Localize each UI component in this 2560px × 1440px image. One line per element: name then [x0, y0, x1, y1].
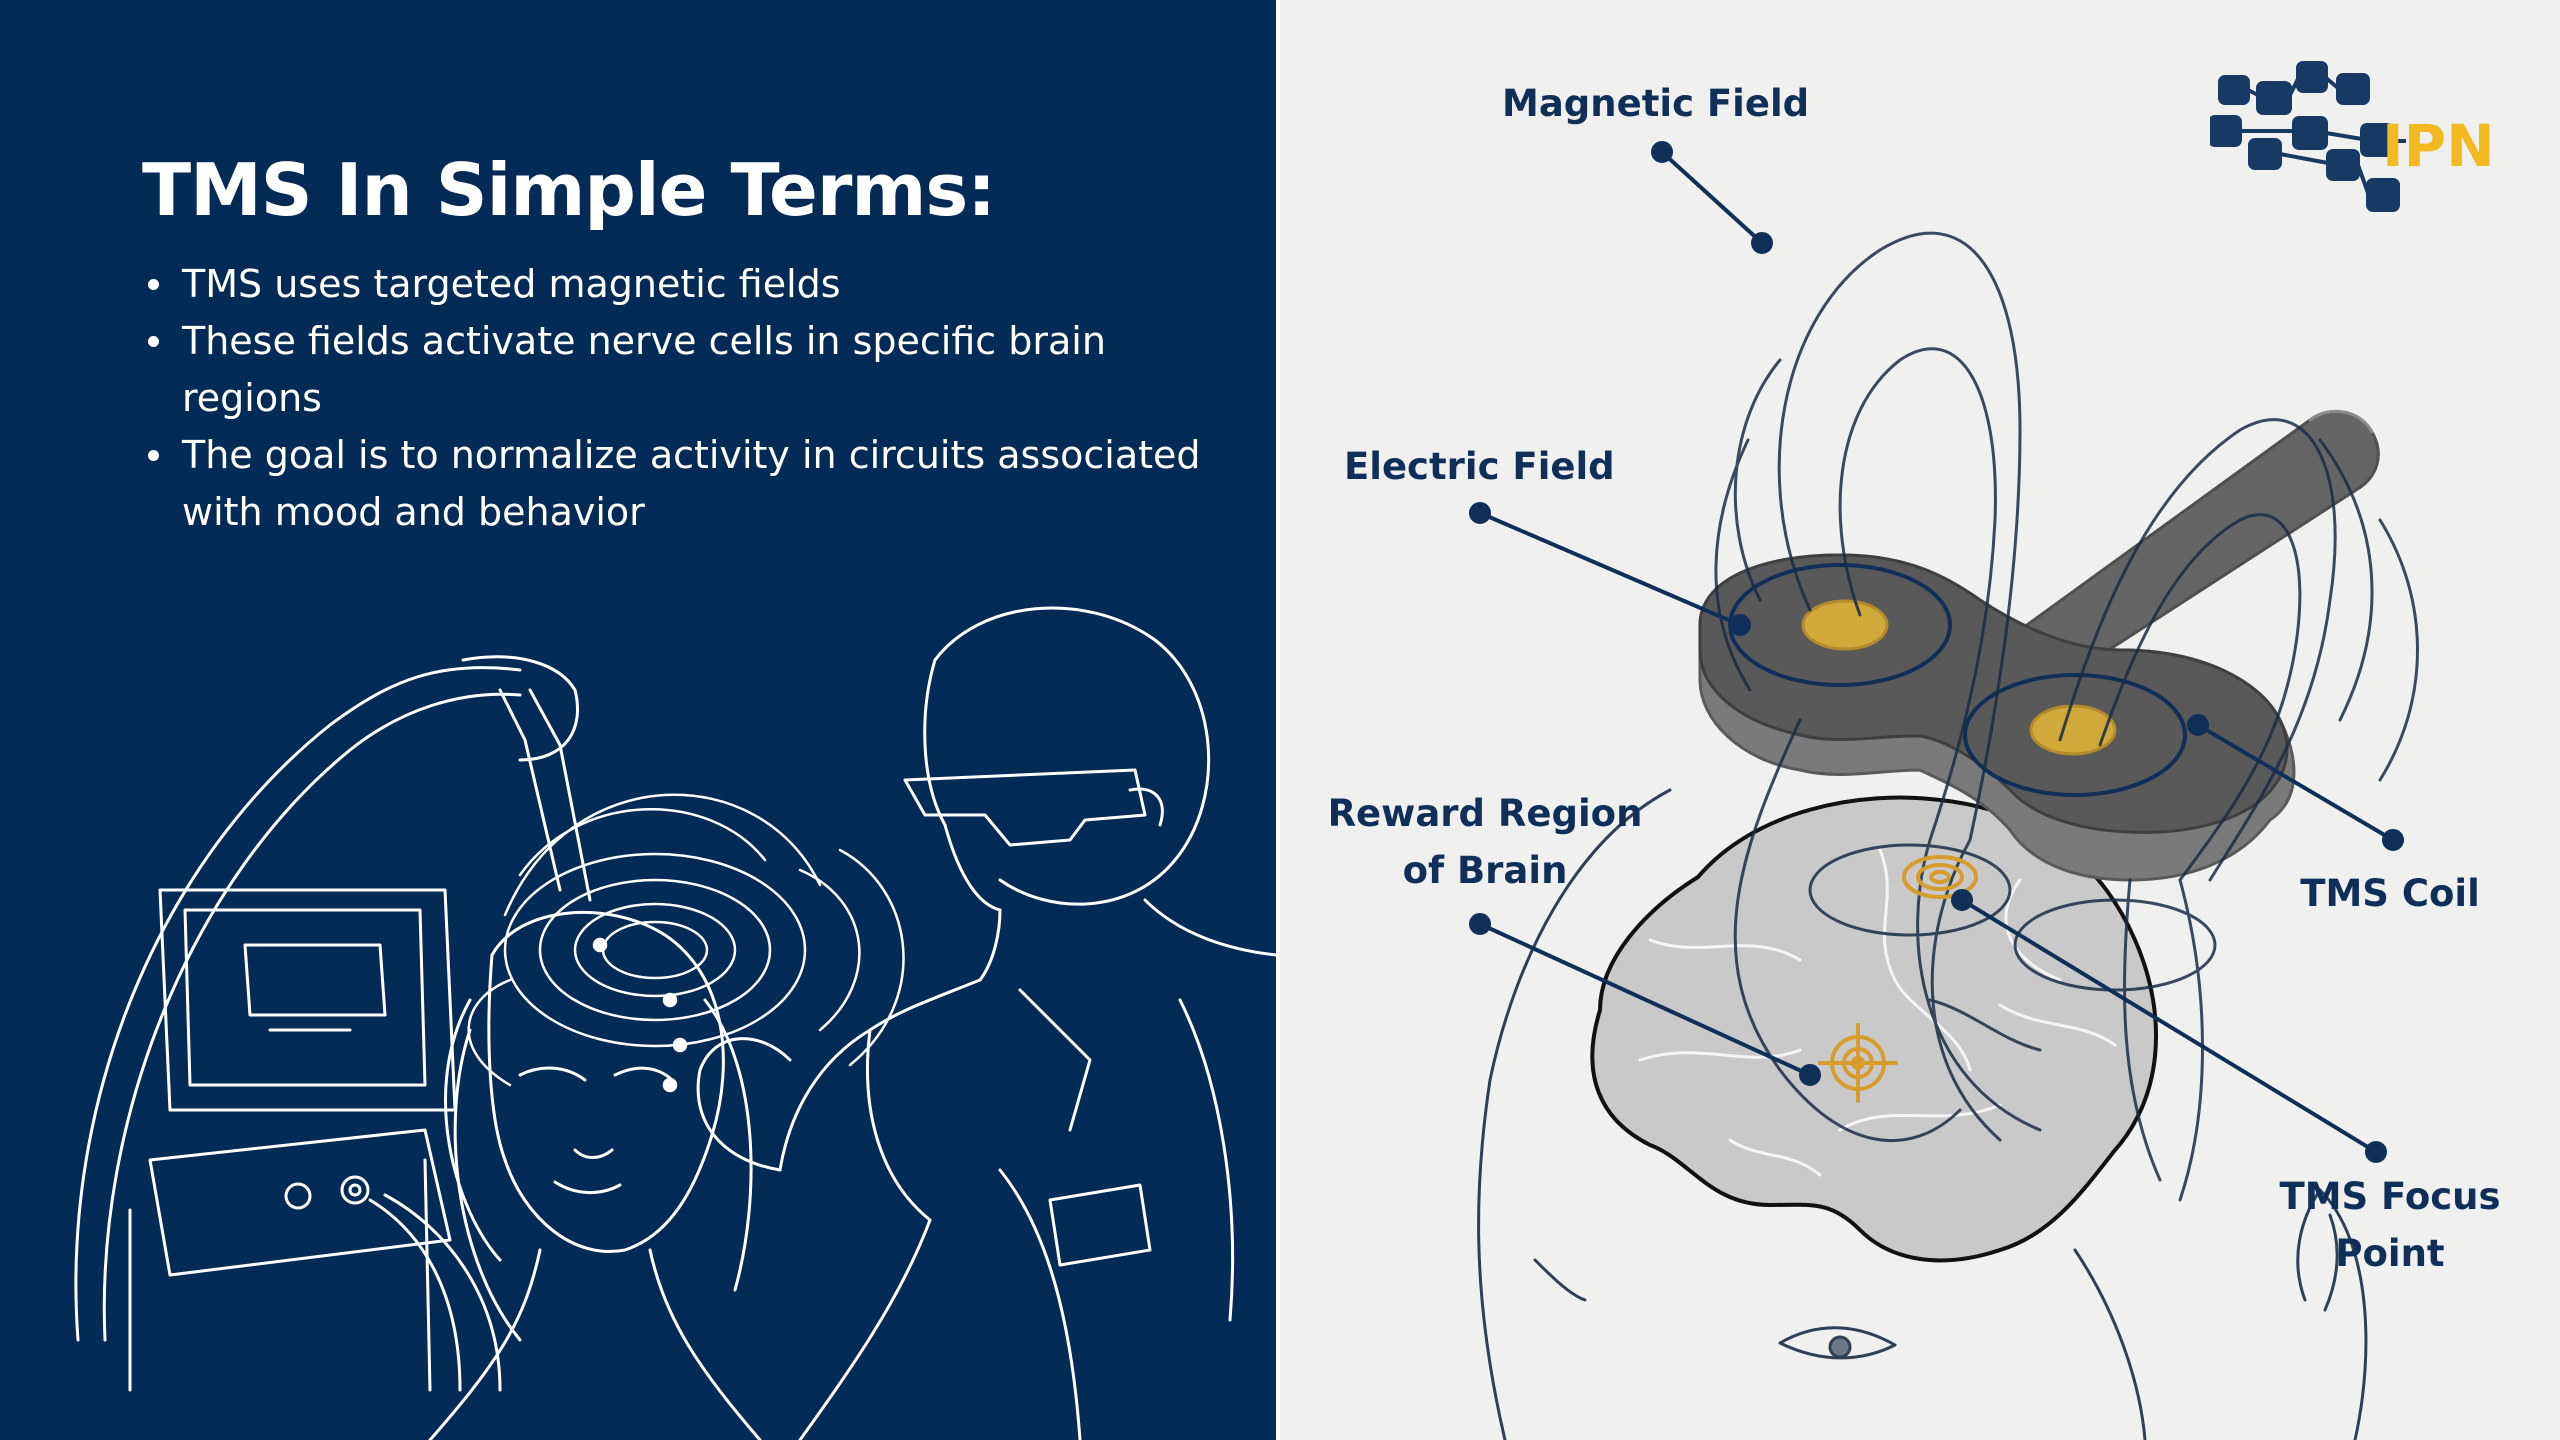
tms-coil-illustration	[1698, 553, 2296, 882]
magnetic-field-end-dot	[1751, 232, 1773, 254]
magnetic-field-leader-line	[1660, 150, 1764, 245]
focus-target-icon	[1902, 855, 1978, 899]
bullet-item-1: TMS uses targeted magnetic fields	[148, 256, 1242, 313]
label-magnetic-field: Magnetic Field	[1502, 82, 1810, 125]
slide-title: TMS In Simple Terms:	[142, 148, 996, 232]
focus-point-leader-line	[1960, 898, 2378, 1154]
coil-handle	[2018, 410, 2380, 677]
logo-wordmark: IPN	[2382, 112, 2495, 180]
reward-region-end-dot	[1799, 1064, 1821, 1086]
tms-coil-start-dot	[2187, 714, 2209, 736]
callout-lines	[1469, 141, 2404, 1163]
electric-field-end-dot	[1729, 614, 1751, 636]
focus-point-start-dot	[1951, 889, 1973, 911]
tms-coil-end-dot	[2382, 829, 2404, 851]
electric-field-start-dot	[1469, 502, 1491, 524]
eye-icon	[1533, 1258, 1897, 1360]
tms-treatment-line-art	[74, 606, 1276, 1440]
focus-point-end-dot	[2365, 1141, 2387, 1163]
label-tms-coil: TMS Coil	[2300, 872, 2480, 915]
label-reward-region: Reward Region of Brain	[1327, 792, 1643, 892]
magnetic-field-start-dot	[1651, 141, 1673, 163]
bullet-item-2: These fields activate nerve cells in spe…	[148, 313, 1242, 427]
left-panel: TMS In Simple Terms: TMS uses targeted m…	[0, 0, 1276, 1440]
right-panel: IPN Magnetic Field Electric Field Reward…	[1280, 0, 2560, 1440]
bullet-item-3: The goal is to normalize activity in cir…	[148, 427, 1242, 541]
field-swirl-illustration	[467, 793, 905, 1093]
treatment-machine-illustration	[74, 655, 592, 1392]
reward-target-icon	[1818, 1023, 1898, 1103]
label-electric-field: Electric Field	[1344, 445, 1615, 488]
patient-illustration	[428, 911, 762, 1440]
bullet-list: TMS uses targeted magnetic fields These …	[148, 256, 1242, 541]
brain-illustration	[1590, 795, 2158, 1263]
reward-region-leader-line	[1478, 922, 1812, 1077]
label-tms-focus-point: TMS Focus Point	[2279, 1175, 2501, 1275]
tms-coil-leader-line	[2196, 723, 2395, 842]
electric-field-leader-line	[1478, 511, 1742, 627]
clinician-illustration	[696, 606, 1276, 1440]
tms-diagram	[1469, 141, 2419, 1440]
panel-divider	[1276, 0, 1280, 1440]
head-outline	[1477, 788, 2368, 1440]
reward-region-start-dot	[1469, 913, 1491, 935]
ipn-logo	[2210, 61, 2406, 212]
